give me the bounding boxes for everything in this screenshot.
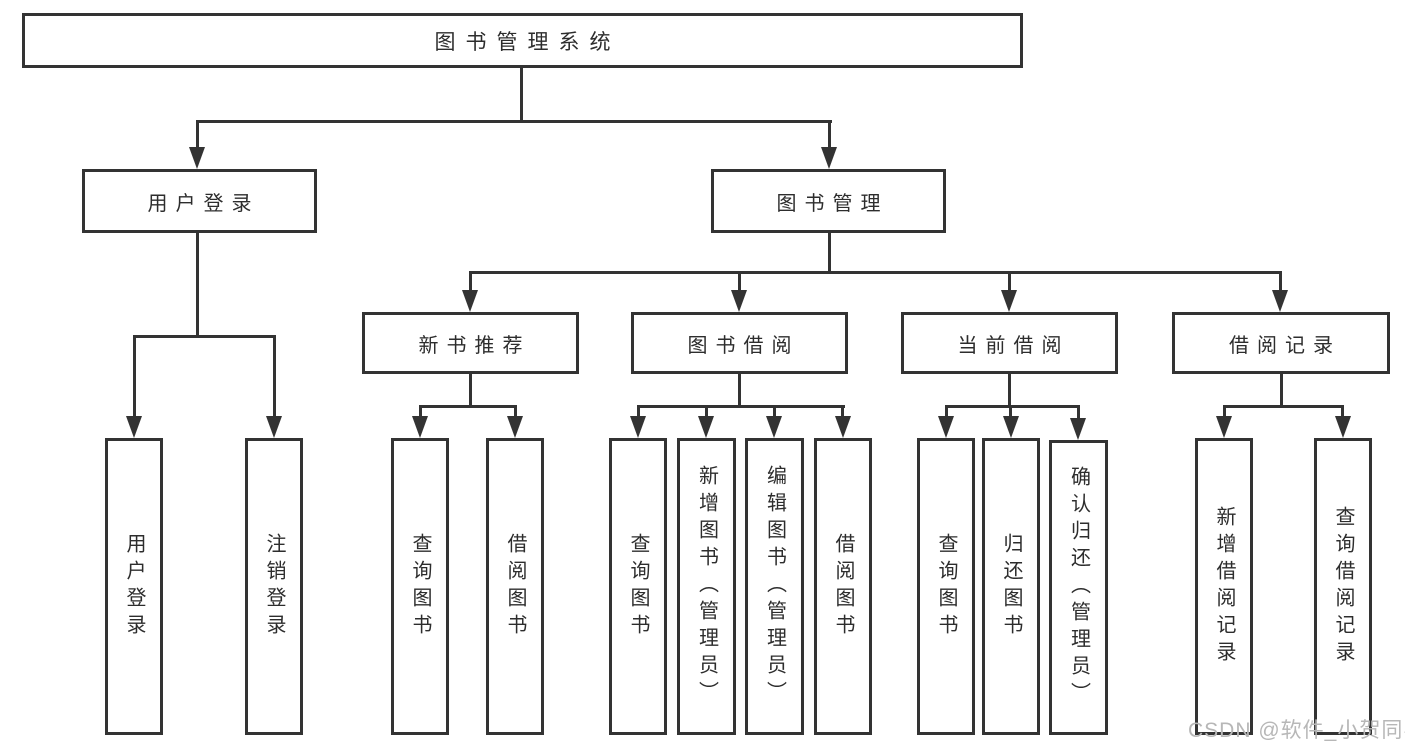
leaf-query-borrow-record: 查询借阅记录 — [1314, 438, 1372, 735]
csdn-watermark: CSDN @软件_小贺同学 — [1188, 719, 1405, 742]
node-borrow-records-label: 借阅记录 — [1229, 334, 1341, 357]
edge-segment — [945, 405, 948, 419]
node-current-borrow: 当前借阅 — [901, 312, 1118, 374]
edge-segment — [1223, 405, 1226, 419]
leaf-edit-book-admin-label: 编辑图书（管理员） — [763, 465, 786, 708]
edge-segment — [841, 405, 844, 419]
node-root-label: 图书管理系统 — [434, 30, 621, 54]
leaf-query-books-borrow: 查询图书 — [609, 438, 667, 735]
edge-segment — [1077, 405, 1080, 419]
node-book-management-label: 图书管理 — [776, 192, 889, 215]
arrow-down — [1272, 290, 1288, 312]
edge-segment — [637, 405, 845, 408]
leaf-add-book-admin: 新增图书（管理员） — [677, 438, 736, 735]
leaf-return-book-label: 归还图书 — [1000, 532, 1022, 641]
edge-segment — [419, 405, 517, 408]
edge-segment — [196, 120, 199, 149]
edge-segment — [738, 271, 741, 292]
leaf-user-login-label: 用户登录 — [123, 532, 145, 641]
edge-segment — [419, 405, 422, 419]
arrow-down — [1003, 416, 1019, 438]
arrow-down — [1001, 290, 1017, 312]
node-book-management: 图书管理 — [711, 169, 946, 233]
arrow-down — [1335, 416, 1351, 438]
arrow-down — [507, 416, 523, 438]
leaf-confirm-return-admin: 确认归还（管理员） — [1049, 440, 1108, 735]
leaf-add-borrow-record: 新增借阅记录 — [1195, 438, 1253, 735]
arrow-down — [835, 416, 851, 438]
edge-segment — [1279, 271, 1282, 292]
leaf-borrow-books-recommend: 借阅图书 — [486, 438, 544, 735]
node-current-borrow-label: 当前借阅 — [957, 334, 1070, 357]
leaf-borrow-books-label: 借阅图书 — [832, 532, 854, 641]
node-user-login-label: 用户登录 — [147, 192, 260, 215]
node-new-book-recommend: 新书推荐 — [362, 312, 579, 374]
leaf-query-borrow-record-label: 查询借阅记录 — [1332, 505, 1354, 668]
edge-segment — [1223, 405, 1344, 408]
leaf-query-books-borrow-label: 查询图书 — [627, 532, 649, 641]
leaf-query-books-recommend: 查询图书 — [391, 438, 449, 735]
edge-segment — [1009, 405, 1012, 419]
edge-segment — [469, 271, 472, 292]
node-new-book-recommend-label: 新书推荐 — [418, 334, 531, 357]
arrow-down — [731, 290, 747, 312]
edge-segment — [469, 374, 472, 405]
edge-segment — [1008, 374, 1011, 405]
arrow-down — [938, 416, 954, 438]
leaf-borrow-books-recommend-label: 借阅图书 — [504, 532, 526, 641]
leaf-edit-book-admin: 编辑图书（管理员） — [745, 438, 804, 735]
edge-segment — [520, 68, 523, 120]
edge-segment — [1341, 405, 1344, 419]
arrow-down — [630, 416, 646, 438]
edge-segment — [273, 335, 276, 418]
edge-segment — [945, 405, 1079, 408]
arrow-down — [126, 416, 142, 438]
edge-segment — [1008, 271, 1011, 292]
arrow-down — [462, 290, 478, 312]
leaf-add-book-admin-label: 新增图书（管理员） — [695, 465, 718, 708]
arrow-down — [1070, 418, 1086, 440]
leaf-borrow-books: 借阅图书 — [814, 438, 872, 735]
leaf-logout-label: 注销登录 — [263, 532, 285, 641]
node-root: 图书管理系统 — [22, 13, 1023, 68]
arrow-down — [766, 416, 782, 438]
arrow-down — [698, 416, 714, 438]
edge-segment — [196, 120, 832, 123]
edge-segment — [469, 271, 1282, 274]
arrow-down — [821, 147, 837, 169]
node-book-borrow-label: 图书借阅 — [687, 334, 800, 357]
edge-segment — [637, 405, 640, 419]
leaf-logout: 注销登录 — [245, 438, 303, 735]
leaf-query-books-recommend-label: 查询图书 — [409, 532, 431, 641]
edge-segment — [738, 374, 741, 405]
arrow-down — [189, 147, 205, 169]
arrow-down — [1216, 416, 1232, 438]
edge-segment — [133, 335, 276, 338]
edge-segment — [514, 405, 517, 419]
node-borrow-records: 借阅记录 — [1172, 312, 1390, 374]
leaf-confirm-return-admin-label: 确认归还（管理员） — [1067, 466, 1090, 709]
edge-segment — [1280, 374, 1283, 405]
edge-segment — [133, 335, 136, 418]
arrow-down — [412, 416, 428, 438]
node-book-borrow: 图书借阅 — [631, 312, 848, 374]
edge-segment — [773, 405, 776, 419]
leaf-query-books-current-label: 查询图书 — [935, 532, 957, 641]
edge-segment — [196, 233, 199, 335]
edge-segment — [705, 405, 708, 419]
leaf-add-borrow-record-label: 新增借阅记录 — [1213, 505, 1235, 668]
edge-segment — [828, 233, 831, 271]
leaf-user-login: 用户登录 — [105, 438, 163, 735]
edge-segment — [828, 120, 831, 149]
leaf-return-book: 归还图书 — [982, 438, 1040, 735]
node-user-login: 用户登录 — [82, 169, 317, 233]
arrow-down — [266, 416, 282, 438]
leaf-query-books-current: 查询图书 — [917, 438, 975, 735]
